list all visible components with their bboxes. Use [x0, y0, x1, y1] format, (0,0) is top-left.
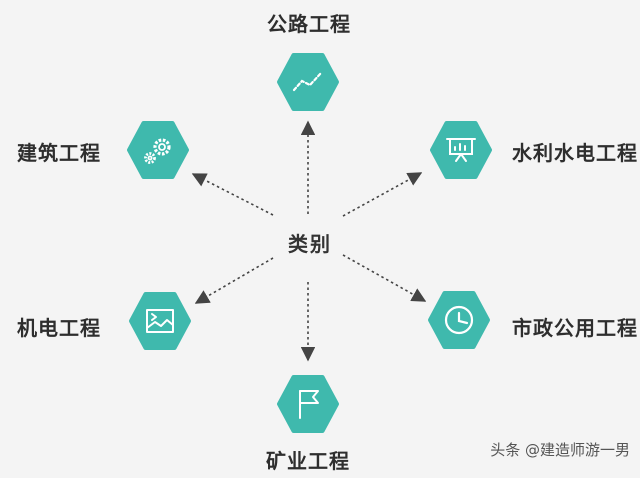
category-label-5: 建筑工程 [17, 141, 101, 165]
image-icon [146, 309, 174, 333]
hexagon-shape [129, 292, 191, 350]
gears-icon [144, 138, 171, 164]
category-node-3 [277, 375, 339, 433]
category-node-1 [430, 121, 492, 179]
arrow-to-category-5 [191, 173, 274, 216]
category-label-0: 公路工程 [267, 12, 351, 36]
category-label-3: 矿业工程 [266, 449, 350, 473]
category-node-4 [129, 292, 191, 350]
watermark: 头条 @建造师游一男 [490, 441, 630, 459]
clock-icon [444, 305, 474, 335]
category-label-4: 机电工程 [17, 316, 101, 340]
arrow-to-category-1 [342, 172, 423, 217]
arrow-to-category-2 [342, 254, 427, 302]
presentation-board-icon [446, 138, 476, 162]
category-node-5 [127, 121, 189, 179]
hexagon-shape [127, 121, 189, 179]
category-label-2: 市政公用工程 [512, 316, 638, 340]
category-node-0 [277, 53, 339, 111]
line-chart-icon [292, 71, 323, 92]
category-label-1: 水利水电工程 [512, 141, 638, 165]
center-label: 类别 [288, 232, 332, 256]
arrow-to-category-4 [194, 257, 274, 304]
flag-icon [299, 390, 319, 419]
hexagon-shape [277, 53, 339, 111]
category-node-2 [428, 291, 490, 349]
